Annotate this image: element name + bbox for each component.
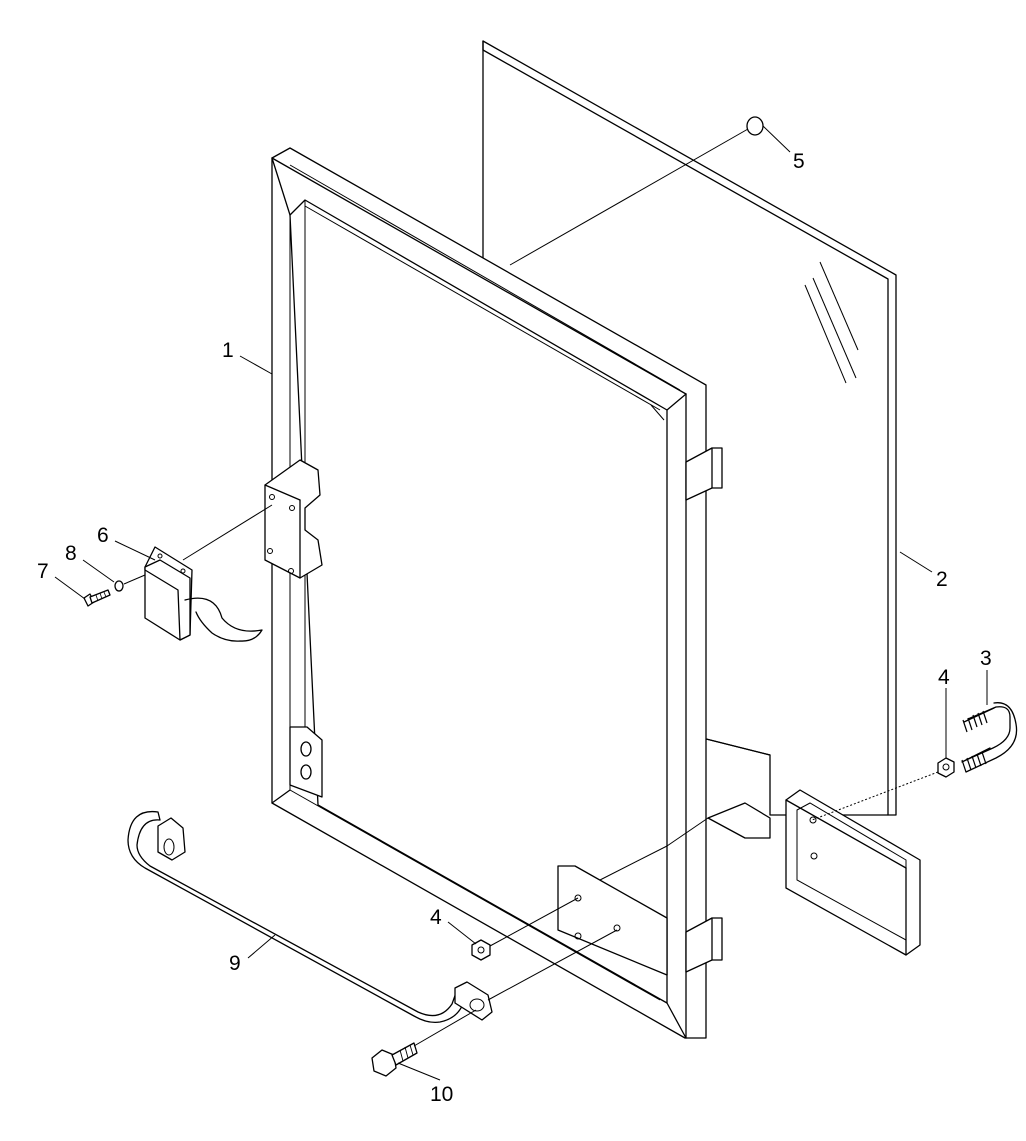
callout-10: 10: [430, 1083, 453, 1106]
callout-3: 3: [980, 647, 992, 670]
door-frame: [264, 147, 723, 1039]
callout-labels: 1 2 3 4 4 5 6 7 8 9 10: [37, 150, 992, 1106]
handle-mount-plate: [557, 865, 668, 976]
u-bolt: [961, 702, 1018, 773]
callout-1: 1: [222, 339, 234, 362]
nut-lower: [471, 897, 579, 961]
callout-8: 8: [65, 542, 77, 565]
latch: [144, 504, 273, 642]
glass-retainer-tab: [599, 802, 771, 881]
callout-leaders: [54, 125, 988, 1081]
callout-5: 5: [793, 150, 805, 173]
handle-mount-upper: [289, 726, 323, 798]
washer: [114, 574, 146, 592]
handle-bar: [127, 810, 618, 1024]
screw: [83, 589, 111, 607]
callout-6: 6: [97, 524, 109, 547]
callout-2: 2: [936, 568, 948, 591]
callout-9: 9: [229, 952, 241, 975]
lower-hinge: [685, 917, 723, 973]
retainer-plate: [785, 789, 921, 956]
latch-bracket: [264, 459, 323, 579]
bolt: [371, 1009, 477, 1077]
upper-hinge: [685, 447, 723, 501]
callout-4-right: 4: [938, 666, 950, 689]
callout-4-lower: 4: [430, 906, 442, 929]
callout-7: 7: [37, 560, 49, 583]
